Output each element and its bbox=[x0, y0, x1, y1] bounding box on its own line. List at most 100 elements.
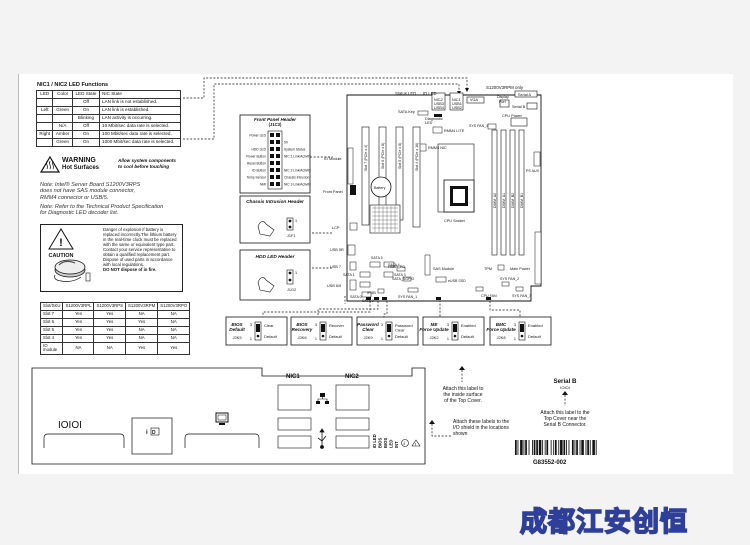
label-slot-6: Slot 6 (PCIe x 8) bbox=[381, 143, 385, 169]
esuse-ssd-connector bbox=[435, 276, 447, 283]
label-lcp: LCP bbox=[332, 226, 340, 230]
warning-text-1: Allow system components bbox=[118, 158, 176, 163]
slot-table-cell: NA bbox=[93, 342, 126, 355]
jumper-top-label: Enabled bbox=[528, 323, 543, 328]
usb5-header bbox=[347, 244, 356, 256]
attach2-line: Attach these labels to the bbox=[453, 419, 509, 425]
chassis-ref: J1F1 bbox=[287, 234, 295, 238]
note1-line: does not have SAS module connector, bbox=[40, 188, 136, 195]
label-slot-7: Slot 7 (PCIe x 4) bbox=[364, 145, 368, 171]
jumper-bottom-label: Default bbox=[461, 334, 475, 339]
caution-line: obtain a qualified replacement part. bbox=[103, 251, 171, 257]
chassis-pin-number: 1 bbox=[295, 219, 297, 223]
attach-arrow-heads bbox=[429, 366, 568, 424]
label-usb7: USB 7 bbox=[330, 265, 341, 269]
led-table-cell bbox=[35, 138, 54, 147]
sata-1-port bbox=[359, 271, 371, 278]
pcie-slot-4 bbox=[412, 126, 421, 228]
front-panel-left-pin-label: Reset Button bbox=[247, 161, 266, 165]
slot-table-cell: Slot 4 bbox=[39, 334, 64, 343]
rmm4-lite-connector bbox=[432, 126, 443, 134]
jumper-blocks-on-board bbox=[366, 297, 491, 300]
front-panel-right-pin-label: 5V bbox=[284, 140, 289, 144]
pin bbox=[270, 161, 274, 165]
jumper-title: Password bbox=[357, 322, 379, 327]
top-leader-lines bbox=[183, 77, 521, 318]
barcode-bar bbox=[533, 440, 536, 455]
serial-port-cutout bbox=[43, 433, 125, 448]
label-usb4: USB4 bbox=[434, 106, 444, 110]
label-sys-fan-3: SYS FAN_3 bbox=[512, 294, 531, 298]
pin bbox=[270, 182, 274, 186]
jumper-title: Recovery bbox=[292, 327, 313, 332]
usb-led-label: INT bbox=[394, 441, 399, 448]
jumper-top-label: Enabled bbox=[461, 323, 476, 328]
barcode-bar bbox=[515, 440, 517, 455]
label-usb8-9: USB 8/9 bbox=[327, 284, 341, 288]
io-module-connector bbox=[347, 147, 354, 185]
jumper-pin-number: 3 bbox=[250, 323, 252, 327]
hdd-ref: J1G2 bbox=[287, 288, 296, 292]
barcode-bar bbox=[566, 440, 567, 455]
barcode-bar bbox=[554, 440, 557, 455]
cpu-fan-connector bbox=[475, 286, 484, 292]
pin bbox=[520, 334, 524, 338]
serial-b-label-title: Serial B bbox=[553, 378, 577, 385]
svg-text:i: i bbox=[404, 441, 405, 446]
label-serial-a: Serial A bbox=[518, 93, 532, 97]
note-s1200v3rps: Note: Intel® Server Board S1200V3RPS doe… bbox=[40, 182, 140, 201]
hdd-led-title: HDD LED Header bbox=[256, 254, 296, 260]
battery-caution-graphic: ! CAUTION bbox=[48, 228, 91, 282]
label-port: Port bbox=[499, 100, 506, 104]
barcode-bar bbox=[563, 440, 566, 455]
jumper-cap bbox=[453, 324, 457, 332]
pin bbox=[276, 140, 280, 144]
label-sys-fan-2: SYS FAN_2 bbox=[500, 277, 519, 281]
network-icon bbox=[316, 393, 329, 404]
usb-led-label: BIOS bbox=[383, 438, 388, 448]
label-battery: Battery bbox=[374, 186, 386, 190]
warning-hot-surfaces: WARNING Hot Surfaces Allow system compon… bbox=[40, 156, 180, 173]
pin bbox=[276, 154, 280, 158]
label-cpu-power: CPU Power bbox=[502, 114, 523, 118]
pin bbox=[256, 334, 260, 338]
front-panel-subtitle: (J1C3) bbox=[269, 122, 282, 127]
led-table-title: NIC1 / NIC2 LED Functions bbox=[37, 82, 109, 88]
caution-line: Dispose of used parts in accordance bbox=[103, 256, 173, 262]
label-sys-fan-4: SYS FAN_4 bbox=[469, 124, 488, 128]
label-sys-fan-1: SYS FAN_1 bbox=[398, 295, 417, 299]
tpm-connector bbox=[497, 264, 505, 271]
jumper-bottom-label: Default bbox=[395, 334, 409, 339]
label-tpm: TPM bbox=[484, 267, 492, 271]
label-sas-module: SAS Module bbox=[433, 267, 454, 271]
pcie-slot-7 bbox=[361, 126, 370, 226]
warning-text-2: to cool before touching bbox=[118, 164, 170, 169]
nic1-port bbox=[277, 384, 312, 411]
label-slot-5: Slot 5 (PCIe x 8) bbox=[398, 143, 402, 169]
svg-text:i: i bbox=[146, 430, 148, 436]
pin bbox=[270, 154, 274, 158]
hdd-pin-number: 1 bbox=[295, 271, 297, 275]
slot-table-cell: Yes bbox=[124, 342, 159, 355]
jumper-ref: J2K2 bbox=[429, 335, 439, 340]
barcode-bar bbox=[525, 440, 527, 455]
barcode-bar bbox=[576, 440, 578, 455]
chipset-heatsink bbox=[369, 204, 401, 234]
serial-port-icon: IOIOI bbox=[58, 420, 82, 431]
label-sata-3: SATA 3 bbox=[394, 273, 406, 277]
label-hsbp-pc: HSBP_PC bbox=[388, 265, 405, 269]
note1-line: Note: Intel® Server Board S1200V3RPS bbox=[40, 182, 141, 188]
label-usb1: USB1 bbox=[452, 102, 462, 106]
nic2-port bbox=[335, 384, 370, 411]
usb-port-1 bbox=[277, 417, 312, 431]
label-rmm4-nic: RMM4 NIC bbox=[428, 146, 447, 150]
barcode-bar bbox=[532, 440, 533, 455]
jumper-boxes: BIOSDefaultJ2K531ClearDefaultBIOSRecover… bbox=[225, 316, 552, 346]
warning-triangle-icon: ! bbox=[411, 439, 421, 447]
front-panel-left-pin-label: Power Button bbox=[246, 154, 266, 158]
jumper-pin-number: 3 bbox=[447, 323, 449, 327]
